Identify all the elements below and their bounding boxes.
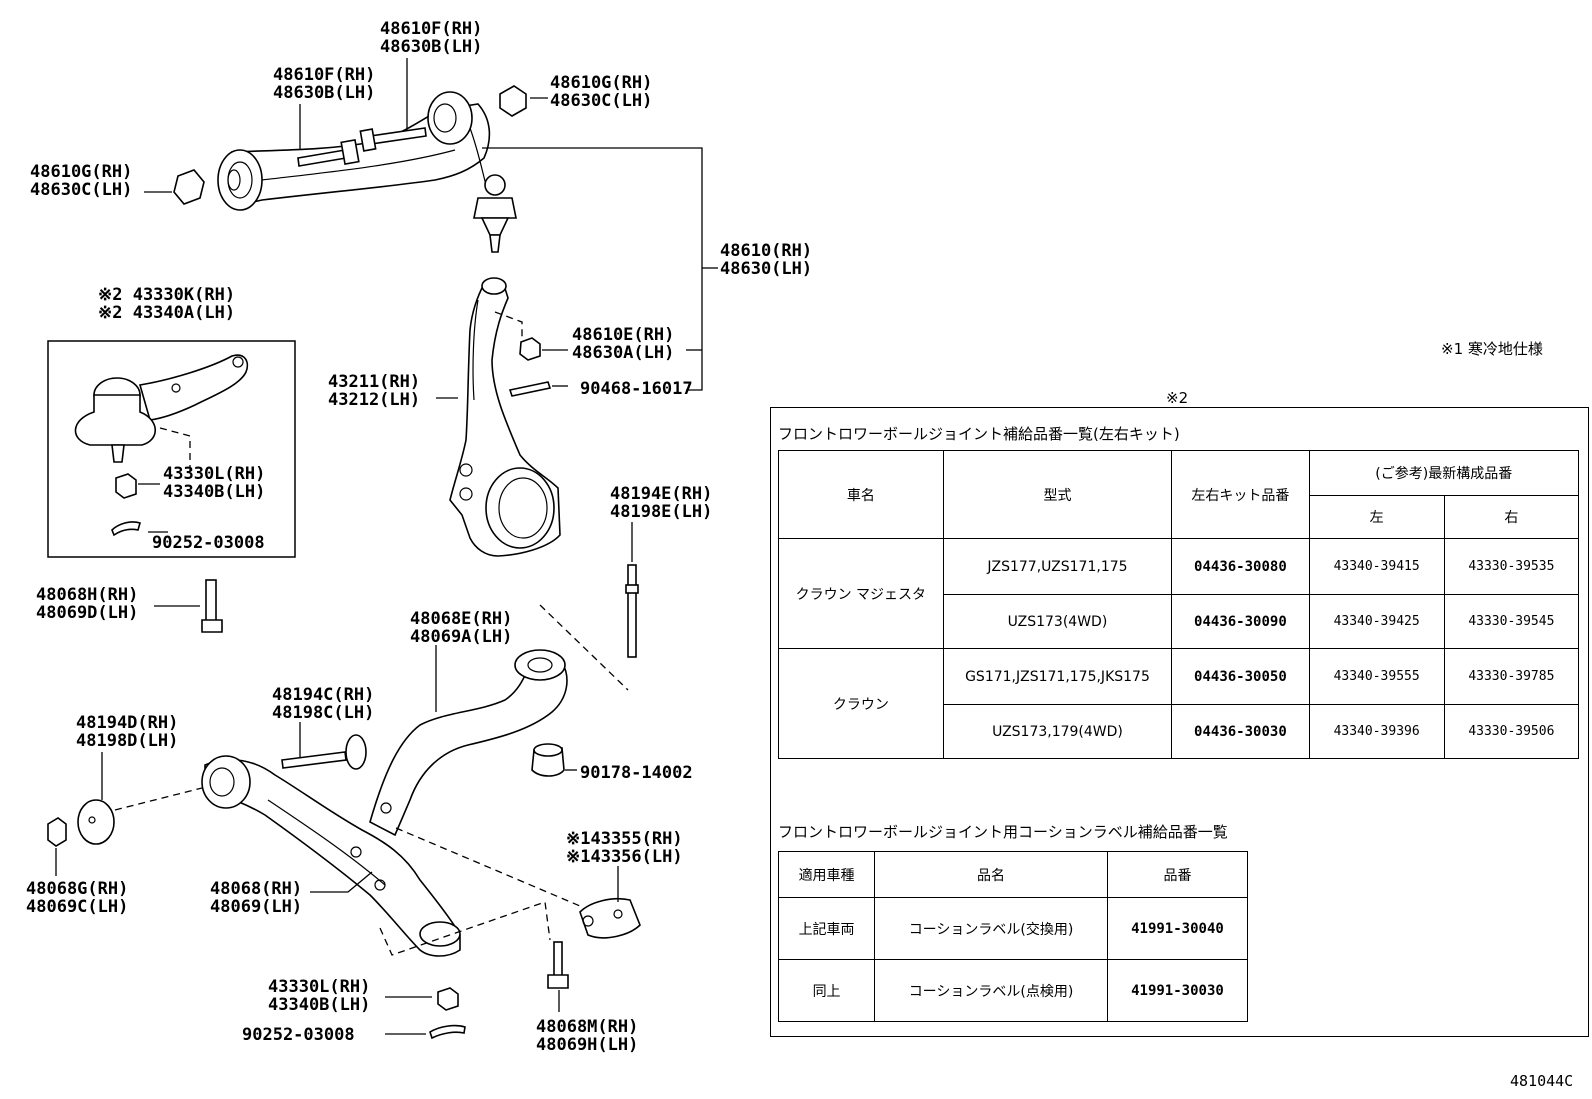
kit-cell: 04436-30080 (1171, 538, 1310, 595)
label-48610E: 48610E(RH)48630A(LH) (572, 325, 674, 363)
kit-cell: 04436-30030 (1171, 704, 1310, 759)
left-cell: 43340-39425 (1308, 594, 1445, 649)
table-row: 上記車両 コーションラベル(交換用) 41991-30040 (777, 897, 1249, 960)
kit-cell: 04436-30050 (1171, 648, 1310, 705)
label-48194D: 48194D(RH)48198D(LH) (76, 713, 178, 751)
lower-arm-drawing (47, 649, 641, 1040)
lower-dash-3 (379, 901, 551, 956)
label-48068H: 48068H(RH)48069D(LH) (36, 585, 138, 623)
vehicle-cell: クラウン マジェスタ (778, 538, 944, 649)
label-48194C: 48194C(RH)48198C(LH) (272, 685, 374, 723)
ball-joint-kit-table: 車名 型式 左右キット品番 (ご参考)最新構成品番 左 右 クラウン マジェスタ… (778, 450, 1580, 759)
stud-dash (539, 604, 629, 691)
label-90468: 90468-16017 (580, 379, 693, 399)
label-43355: ※143355(RH)※143356(LH) (566, 829, 683, 867)
left-cell: 43340-39396 (1308, 704, 1445, 759)
label-48610G-left: 48610G(RH)48630C(LH) (30, 162, 132, 200)
kit-cell: 04436-30090 (1171, 594, 1310, 649)
left-cell: 43340-39415 (1308, 538, 1445, 595)
right-cell: 43330-39506 (1443, 704, 1580, 759)
right-cell: 43330-39785 (1443, 648, 1580, 705)
number-cell: 41991-30040 (1106, 897, 1249, 960)
table-row: 同上 コーションラベル(点検用) 41991-30030 (777, 959, 1249, 1022)
applicable-cell: 同上 (777, 959, 876, 1022)
stud-drawings (201, 564, 639, 989)
upper-arm-drawing (173, 85, 527, 253)
lower-dash-1 (114, 787, 203, 811)
col-vehicle-header: 車名 (778, 450, 944, 539)
knuckle-dash (494, 311, 523, 338)
label-48068G: 48068G(RH)48069C(LH) (26, 879, 128, 917)
label-43330L-box: 43330L(RH)43340B(LH) (163, 464, 265, 502)
table-row: UZS173,179(4WD) 04436-30030 43340-39396 … (779, 704, 1580, 759)
name-cell: コーションラベル(交換用) (874, 897, 1108, 960)
caution-label-table: 適用車種 品名 品番 上記車両 コーションラベル(交換用) 41991-3004… (777, 851, 1249, 1022)
table-row: クラウン GS171,JZS171,175,JKS175 04436-30050… (778, 648, 1580, 759)
label-43330L-lower: 43330L(RH)43340B(LH) (268, 977, 370, 1015)
col-model-header: 型式 (942, 450, 1173, 539)
leader-lines (55, 58, 718, 1035)
label-43211: 43211(RH)43212(LH) (328, 372, 420, 410)
model-cell: GS171,JZS171,175,JKS175 (942, 648, 1173, 705)
label-90178: 90178-14002 (580, 763, 693, 783)
model-cell: UZS173(4WD) (942, 594, 1173, 649)
label-48068: 48068(RH)48069(LH) (210, 879, 302, 917)
right-cell: 43330-39545 (1443, 594, 1580, 649)
left-cell: 43340-39555 (1308, 648, 1445, 705)
label-90252-lower: 90252-03008 (242, 1025, 355, 1045)
table2-title: フロントロワーボールジョイント用コーションラベル補給品番一覧 (778, 823, 1228, 841)
col-applicable-header: 適用車種 (777, 851, 876, 898)
table1-title: フロントロワーボールジョイント補給品番一覧(左右キット) (778, 425, 1180, 443)
number-cell: 41991-30030 (1106, 959, 1249, 1022)
label-48068M: 48068M(RH)48069H(LH) (536, 1017, 638, 1055)
name-cell: コーションラベル(点検用) (874, 959, 1108, 1022)
col-number-header: 品番 (1106, 851, 1249, 898)
label-48610G-right: 48610G(RH)48630C(LH) (550, 73, 652, 111)
label-48610: 48610(RH)48630(LH) (720, 241, 812, 279)
applicable-cell: 上記車両 (777, 897, 876, 960)
note-2-marker: ※2 (1166, 389, 1189, 407)
col-left-header: 左 (1308, 495, 1445, 539)
note-cold-region: ※1 寒冷地仕様 (1441, 340, 1543, 358)
label-43330K: ※2 43330K(RH)※2 43340A(LH) (98, 285, 235, 323)
col-kit-header: 左右キット品番 (1171, 450, 1310, 539)
table-row: クラウン マジェスタ JZS177,UZS171,175 04436-30080… (778, 538, 1580, 649)
col-right-header: 右 (1443, 495, 1580, 539)
model-cell: UZS173,179(4WD) (942, 704, 1173, 759)
label-48194E: 48194E(RH)48198E(LH) (610, 484, 712, 522)
figure-id: 481044C (1510, 1072, 1574, 1090)
ball-joint-box (47, 340, 296, 558)
label-48068E: 48068E(RH)48069A(LH) (410, 609, 512, 647)
table-panel (770, 407, 1589, 1037)
lower-dash-2 (395, 827, 581, 907)
label-48610F: 48610F(RH)48630B(LH) (273, 65, 375, 103)
col-latest-header: (ご参考)最新構成品番 (1308, 450, 1580, 496)
knuckle-drawing (449, 277, 561, 557)
part-labels: 48610F(RH)48630B(LH) 48610F(RH)48630B(LH… (26, 19, 812, 1055)
model-cell: JZS177,UZS171,175 (942, 538, 1173, 595)
right-cell: 43330-39535 (1443, 538, 1580, 595)
table-row: UZS173(4WD) 04436-30090 43340-39425 4333… (779, 594, 1580, 649)
label-48610F-top: 48610F(RH)48630B(LH) (380, 19, 482, 57)
label-90252-box: 90252-03008 (152, 533, 265, 553)
col-name-header: 品名 (874, 851, 1108, 898)
vehicle-cell: クラウン (778, 648, 944, 759)
